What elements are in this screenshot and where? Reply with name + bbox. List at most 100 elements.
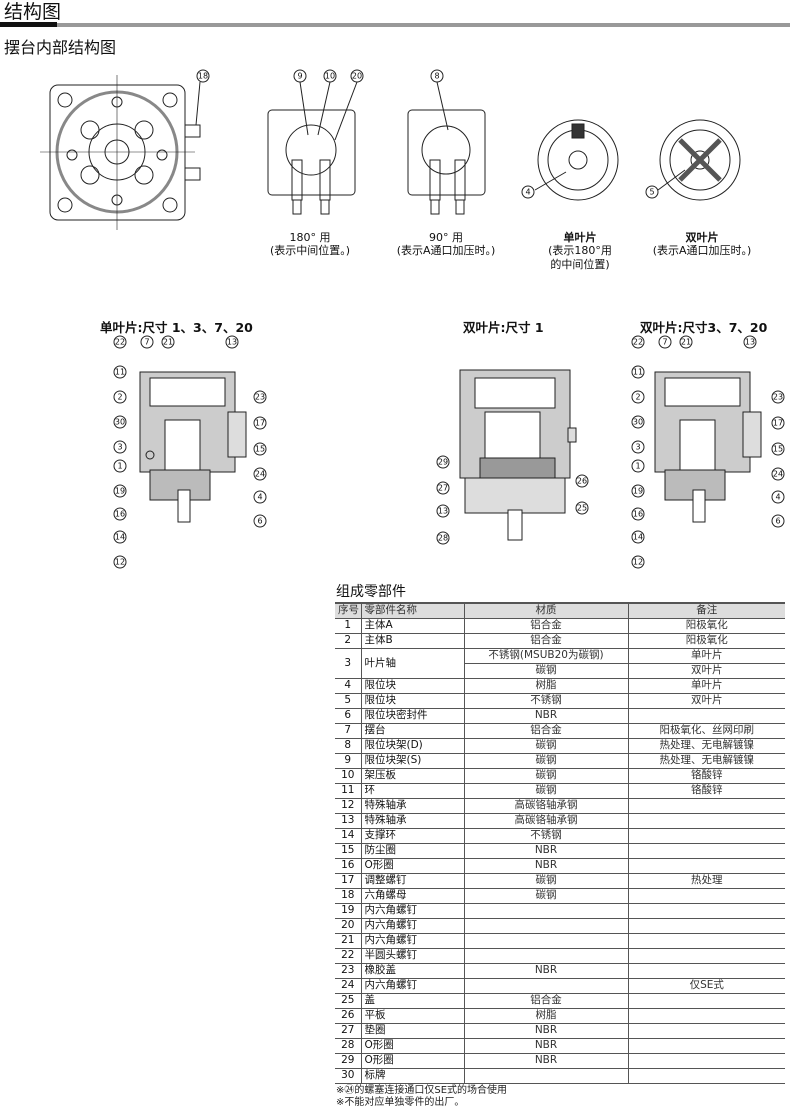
part-remark: 热处理、无电解镀镍 bbox=[627, 738, 785, 754]
note-1: ※㉔的螺塞连接通口仅SE式的场合使用 bbox=[336, 1084, 508, 1096]
part-name: 六角螺母 bbox=[360, 888, 464, 904]
part-remark bbox=[627, 993, 785, 1009]
part-name: 限位块密封件 bbox=[360, 708, 464, 724]
part-remark: 仅SE式 bbox=[627, 978, 785, 994]
part-material: 碳钢 bbox=[463, 753, 628, 769]
callout-number: 22 bbox=[113, 335, 127, 349]
part-material bbox=[463, 933, 628, 949]
part-name: 内六角螺钉 bbox=[360, 978, 464, 994]
header-no: 序号 bbox=[335, 602, 361, 619]
part-remark bbox=[627, 708, 785, 724]
callout-number: 13 bbox=[436, 504, 450, 518]
notes: ※㉔的螺塞连接通口仅SE式的场合使用 ※不能对应单独零件的出厂。 bbox=[335, 1085, 785, 1109]
part-no: 26 bbox=[335, 1008, 361, 1024]
caption-single-desc1: (表示180°用 bbox=[548, 244, 612, 257]
part-no: 22 bbox=[335, 948, 361, 964]
callout-number: 6 bbox=[253, 514, 267, 528]
part-material bbox=[463, 903, 628, 919]
part-remark bbox=[627, 933, 785, 949]
part-remark: 热处理、无电解镀镍 bbox=[627, 753, 785, 769]
part-name: 防尘圈 bbox=[360, 843, 464, 859]
part-remark bbox=[627, 858, 785, 874]
part-name: 支撑环 bbox=[360, 828, 464, 844]
section-title-double-37: 双叶片:尺寸3、7、20 bbox=[640, 320, 768, 335]
callout-number: 17 bbox=[253, 416, 267, 430]
part-name: 特殊轴承 bbox=[360, 813, 464, 829]
front-view-drawing bbox=[40, 75, 201, 230]
part-name: 内六角螺钉 bbox=[360, 933, 464, 949]
header-remark: 备注 bbox=[627, 602, 785, 619]
part-no: 25 bbox=[335, 993, 361, 1009]
part-no: 15 bbox=[335, 843, 361, 859]
table-row: 碳钢双叶片 bbox=[335, 663, 785, 679]
part-remark: 双叶片 bbox=[627, 663, 785, 679]
part-no: 10 bbox=[335, 768, 361, 784]
caption-single-desc2: 的中间位置) bbox=[550, 258, 610, 271]
callout-number: 22 bbox=[631, 335, 645, 349]
part-no: 3 bbox=[335, 648, 361, 679]
callout-number: 15 bbox=[253, 442, 267, 456]
header-material: 材质 bbox=[463, 602, 628, 619]
callout-number: 16 bbox=[631, 507, 645, 521]
part-no: 27 bbox=[335, 1023, 361, 1039]
caption-180-title: 180° 用 bbox=[289, 231, 331, 244]
callout-number: 27 bbox=[436, 481, 450, 495]
double-vane-drawing bbox=[657, 119, 741, 201]
part-material: 不锈钢 bbox=[463, 828, 628, 844]
part-name: 架压板 bbox=[360, 768, 464, 784]
callout-number: 4 bbox=[771, 490, 785, 504]
part-material: NBR bbox=[463, 1053, 628, 1069]
callout-number: 19 bbox=[113, 484, 127, 498]
part-no: 2 bbox=[335, 633, 361, 649]
callout-number: 5 bbox=[645, 185, 659, 199]
part-remark: 阳极氧化 bbox=[627, 618, 785, 634]
callout-number: 12 bbox=[113, 555, 127, 569]
part-material: 树脂 bbox=[463, 1008, 628, 1024]
part-material: 铝合金 bbox=[463, 618, 628, 634]
part-material: 碳钢 bbox=[463, 768, 628, 784]
part-name: O形圈 bbox=[360, 1053, 464, 1069]
part-remark bbox=[627, 888, 785, 904]
callout-number: 30 bbox=[113, 415, 127, 429]
part-remark bbox=[627, 798, 785, 814]
part-no: 29 bbox=[335, 1053, 361, 1069]
callout-number: 18 bbox=[196, 69, 210, 83]
part-no: 19 bbox=[335, 903, 361, 919]
callout-number: 7 bbox=[140, 335, 154, 349]
part-no: 8 bbox=[335, 738, 361, 754]
part-material bbox=[463, 948, 628, 964]
callout-number: 12 bbox=[631, 555, 645, 569]
section-subtitle: 摆台内部结构图 bbox=[4, 38, 117, 57]
callout-number: 30 bbox=[631, 415, 645, 429]
part-name: 主体A bbox=[360, 618, 464, 634]
callout-number: 1 bbox=[113, 459, 127, 473]
part-no: 4 bbox=[335, 678, 361, 694]
part-material: NBR bbox=[463, 858, 628, 874]
double-vane-size3-section-drawing bbox=[654, 371, 762, 523]
part-name: 主体B bbox=[360, 633, 464, 649]
part-material: NBR bbox=[463, 843, 628, 859]
part-name: 橡胶盖 bbox=[360, 963, 464, 979]
part-remark: 阳极氧化、丝网印刷 bbox=[627, 723, 785, 739]
part-remark bbox=[627, 903, 785, 919]
part-name: 叶片轴 bbox=[360, 648, 464, 679]
part-no: 13 bbox=[335, 813, 361, 829]
part-no: 24 bbox=[335, 978, 361, 994]
